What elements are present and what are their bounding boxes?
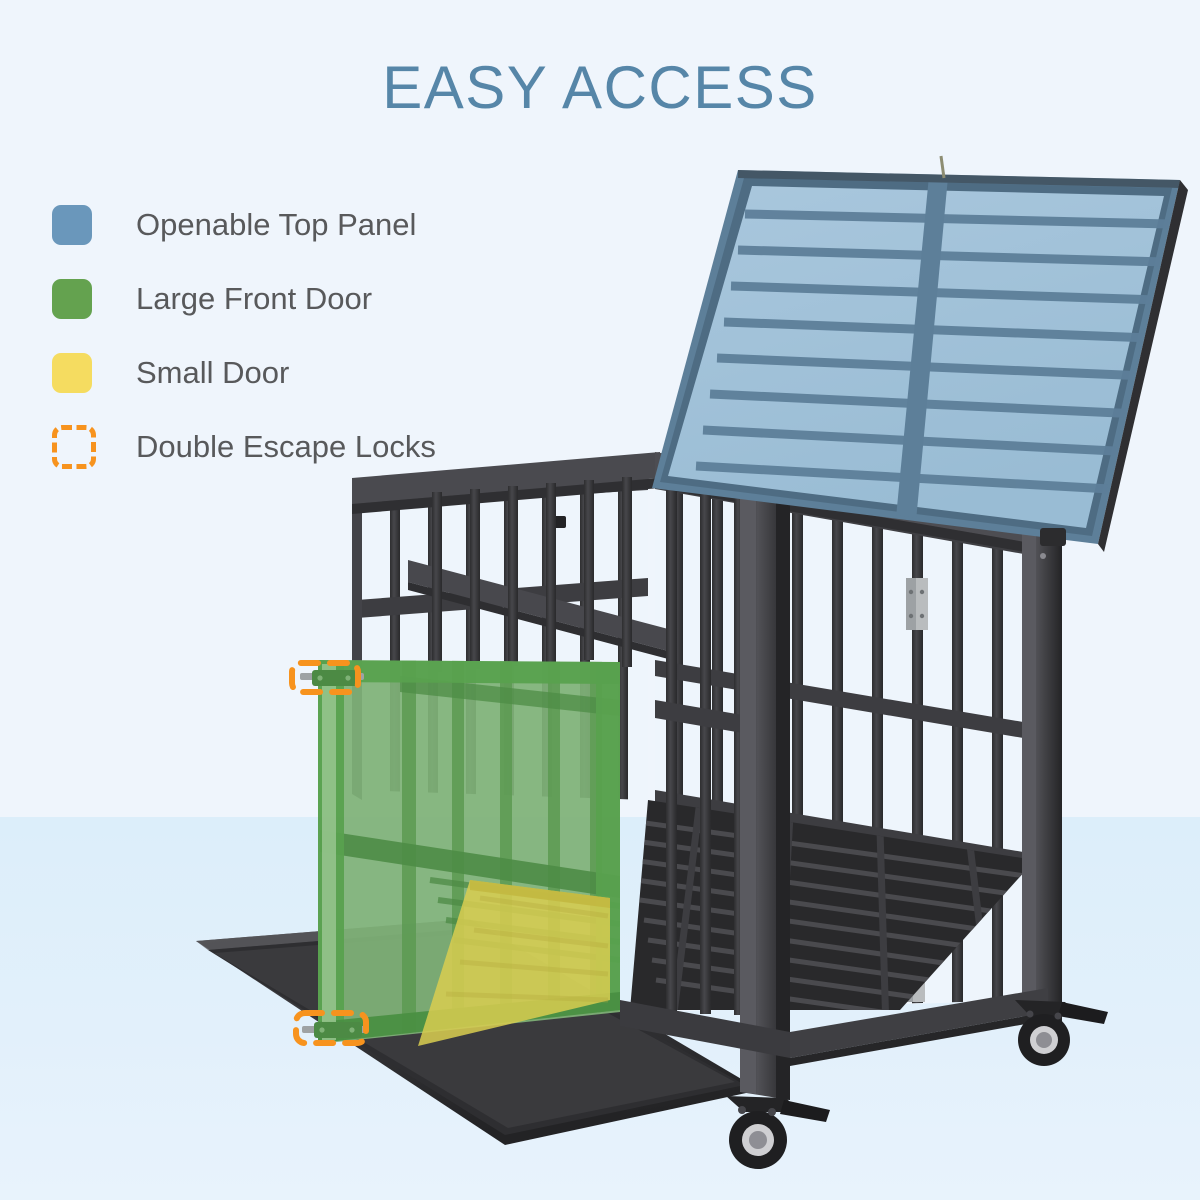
legend-swatch-front-door [52,279,92,319]
caster-front[interactable] [726,1096,830,1169]
front-corner-post[interactable] [740,470,790,1100]
legend-label-escape-locks: Double Escape Locks [136,429,436,464]
small-door[interactable] [418,880,610,1046]
page-title: EASY ACCESS [382,54,818,121]
front-right-bars [655,468,760,1015]
legend: Openable Top Panel Large Front Door Smal… [52,188,572,484]
escape-lock-marker-top [289,660,361,695]
legend-item-small-door[interactable]: Small Door [52,336,572,410]
escape-lock-marker-bottom [293,1010,369,1046]
legend-item-escape-locks[interactable]: Double Escape Locks [52,410,572,484]
escape-lock-bottom-hardware[interactable] [302,1022,368,1038]
escape-lock-top-hardware[interactable] [300,670,364,686]
legend-swatch-escape-locks [52,425,96,469]
bottom-rails [620,988,1048,1066]
legend-swatch-top-panel [52,205,92,245]
openable-top-panel[interactable] [652,155,1188,552]
legend-item-front-door[interactable]: Large Front Door [52,262,572,336]
caster-right[interactable] [1015,1000,1108,1066]
front-left-bars [432,477,632,672]
legend-label-top-panel: Openable Top Panel [136,207,417,242]
right-corner-post[interactable] [1022,534,1062,1022]
legend-item-top-panel[interactable]: Openable Top Panel [52,188,572,262]
legend-label-front-door: Large Front Door [136,281,373,316]
back-wall-hinge-top [906,578,928,630]
legend-label-small-door: Small Door [136,355,290,390]
legend-swatch-small-door [52,353,92,393]
